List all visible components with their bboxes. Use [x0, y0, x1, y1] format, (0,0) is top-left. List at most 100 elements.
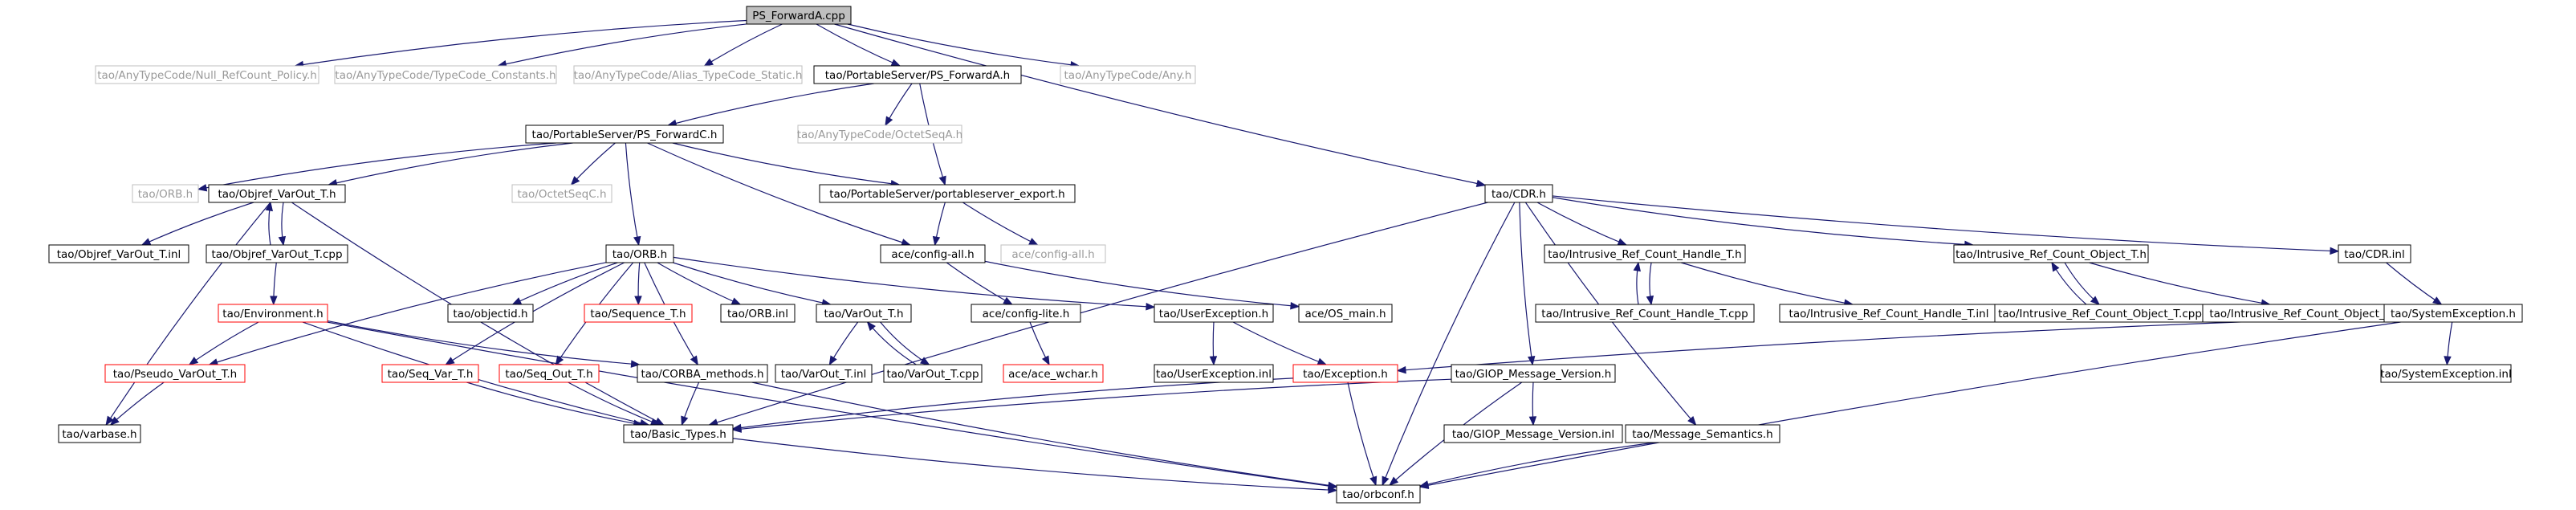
arrowhead [1418, 480, 1430, 488]
node-ace-wchar-h[interactable]: ace/ace_wchar.h [1003, 364, 1104, 383]
node-userexception-inl[interactable]: tao/UserException.inl [1154, 364, 1274, 383]
edge-line [189, 321, 259, 365]
node-label: ace/ace_wchar.h [1008, 368, 1098, 381]
arrowhead [1396, 365, 1406, 374]
edge-basic_types_h-to-orbconf_h [732, 438, 1338, 494]
node-basic-types-h[interactable]: tao/Basic_Types.h [623, 424, 734, 443]
edge-cdr_h-to-giop_h [1519, 202, 1536, 366]
node-varout-h[interactable]: tao/VarOut_T.h [816, 304, 912, 323]
node-varout-cpp[interactable]: tao/VarOut_T.cpp [883, 364, 983, 383]
arrowhead [1003, 296, 1013, 305]
node-label: tao/Message_Semantics.h [1632, 428, 1773, 441]
node-box [206, 244, 348, 263]
edge-giop_h-to-giop_inl [1528, 381, 1537, 426]
node-ps-fwd-cpp[interactable]: PS_ForwardA.cpp [746, 6, 852, 25]
node-irch-h[interactable]: tao/Intrusive_Ref_Count_Handle_T.h [1544, 244, 1746, 263]
edge-line [105, 202, 271, 426]
node-sysexception-inl[interactable]: tao/SystemException.inl [2380, 364, 2512, 383]
nodes-layer: PS_ForwardA.cpptao/AnyTypeCode/Null_RefC… [48, 6, 2523, 504]
node-box [1953, 244, 2149, 263]
node-box [813, 65, 1022, 84]
edge-objref_varout_h-to-objref_varout_cpp [278, 202, 287, 247]
node-label: ace/config-all.h [1011, 248, 1094, 261]
node-corba-methods-h[interactable]: tao/CORBA_methods.h [637, 364, 768, 383]
node-box [1292, 364, 1398, 383]
arrowhead [1316, 357, 1328, 365]
node-irch-inl[interactable]: tao/Intrusive_Ref_Count_Handle_T.inl [1779, 304, 1999, 323]
node-ps-export-h[interactable]: tao/PortableServer/portableserver_export… [819, 184, 1076, 203]
node-objref-varout-cpp[interactable]: tao/Objref_VarOut_T.cpp [206, 244, 348, 263]
arrowhead [866, 320, 876, 332]
edge-orb_h-to-orb_inl [657, 262, 742, 305]
node-objref-varout-inl[interactable]: tao/Objref_VarOut_T.inl [48, 244, 189, 263]
node-objref-varout-h[interactable]: tao/Objref_VarOut_T.h [208, 184, 346, 203]
node-ps-fwdc-h[interactable]: tao/PortableServer/PS_ForwardC.h [525, 124, 724, 144]
node-box [1443, 424, 1623, 443]
node-irch-cpp[interactable]: tao/Intrusive_Ref_Count_Handle_T.cpp [1535, 304, 1755, 323]
node-orb-inl[interactable]: tao/ORB.inl [720, 304, 796, 323]
node-sysexception-h[interactable]: tao/SystemException.h [2383, 304, 2523, 323]
node-objectid-h[interactable]: tao/objectid.h [447, 304, 534, 323]
node-box [1298, 304, 1393, 323]
node-irco-cpp[interactable]: tao/Intrusive_Ref_Count_Object_T.cpp [1994, 304, 2206, 323]
node-environment-h[interactable]: tao/Environment.h [218, 304, 328, 323]
node-irco-h[interactable]: tao/Intrusive_Ref_Count_Object_T.h [1953, 244, 2149, 263]
arrowhead [890, 59, 901, 67]
node-exception-h[interactable]: tao/Exception.h [1292, 364, 1398, 383]
edge-config_all_h-to-os_main_h [984, 260, 1300, 310]
node-label: tao/CDR.inl [2344, 248, 2404, 261]
node-sequence-h[interactable]: tao/Sequence_T.h [584, 304, 693, 323]
node-varbase-h[interactable]: tao/varbase.h [58, 424, 141, 443]
arrowhead [511, 297, 523, 305]
node-label: tao/SystemException.inl [2380, 368, 2512, 381]
node-config-all-h[interactable]: ace/config-all.h [880, 244, 986, 263]
node-ps-fwda-h[interactable]: tao/PortableServer/PS_ForwardA.h [813, 65, 1022, 84]
node-label: tao/PortableServer/PS_ForwardA.h [825, 69, 1010, 82]
node-label: tao/Seq_Out_T.h [505, 368, 592, 381]
edge-line [209, 262, 607, 365]
node-msg-semantics-h[interactable]: tao/Message_Semantics.h [1625, 424, 1780, 443]
edge-ps_fwda_h-to-ps_fwdc_h [666, 83, 874, 127]
node-pseudo-varout-h[interactable]: tao/Pseudo_VarOut_T.h [104, 364, 246, 383]
edge-line [110, 381, 165, 426]
edge-environment_h-to-pseudo_varout_h [188, 321, 259, 365]
edge-orb_h-to-userexception_h [673, 256, 1156, 311]
node-varout-inl[interactable]: tao/VarOut_T.inl [775, 364, 873, 383]
arrowhead [1528, 416, 1537, 426]
edge-line [962, 202, 1038, 246]
edge-objref_varout_cpp-to-objref_varout_h [265, 201, 273, 246]
arrowhead [2432, 296, 2443, 305]
node-config-lite-h[interactable]: ace/config-lite.h [971, 304, 1081, 323]
edge-line [732, 438, 1337, 492]
edge-line [1232, 321, 1327, 365]
node-cdr-h[interactable]: tao/CDR.h [1484, 184, 1553, 203]
node-box [605, 244, 674, 263]
node-giop-h[interactable]: tao/GIOP_Message_Version.h [1451, 364, 1616, 383]
node-box [208, 184, 346, 203]
node-seq-var-h[interactable]: tao/Seq_Var_T.h [381, 364, 479, 383]
arrowhead [1209, 356, 1218, 366]
edge-line [2089, 262, 2270, 305]
node-irco-inl[interactable]: tao/Intrusive_Ref_Count_Object_T.inl [2202, 304, 2414, 323]
node-cdr-inl[interactable]: tao/CDR.inl [2338, 244, 2411, 263]
node-os-main-h[interactable]: ace/OS_main.h [1298, 304, 1393, 323]
node-giop-inl[interactable]: tao/GIOP_Message_Version.inl [1443, 424, 1623, 443]
node-box [775, 364, 873, 383]
node-box [1000, 244, 1106, 263]
edge-config_all_h-to-config_lite_h [946, 262, 1013, 305]
edge-line [672, 142, 900, 186]
node-box [797, 124, 962, 144]
node-orb-h[interactable]: tao/ORB.h [605, 244, 674, 263]
node-seq-out-h[interactable]: tao/Seq_Out_T.h [499, 364, 600, 383]
edge-line [498, 23, 747, 67]
edge-cdr_h-to-orbconf_h [1382, 202, 1516, 487]
node-orbconf-h[interactable]: tao/orbconf.h [1336, 484, 1421, 504]
edge-seq_var_h-to-basic_types_h [466, 381, 644, 427]
arrowhead [2090, 296, 2100, 305]
node-any-h: tao/AnyTypeCode/Any.h [1060, 65, 1196, 84]
node-userexception-h[interactable]: tao/UserException.h [1154, 304, 1274, 323]
edge-ps_fwdc_h-to-octetseqc_h [570, 142, 616, 186]
node-octetseqc-h: tao/OctetSeqC.h [511, 184, 612, 203]
edge-ps_fwd_cpp-to-cdr_h [834, 23, 1487, 188]
